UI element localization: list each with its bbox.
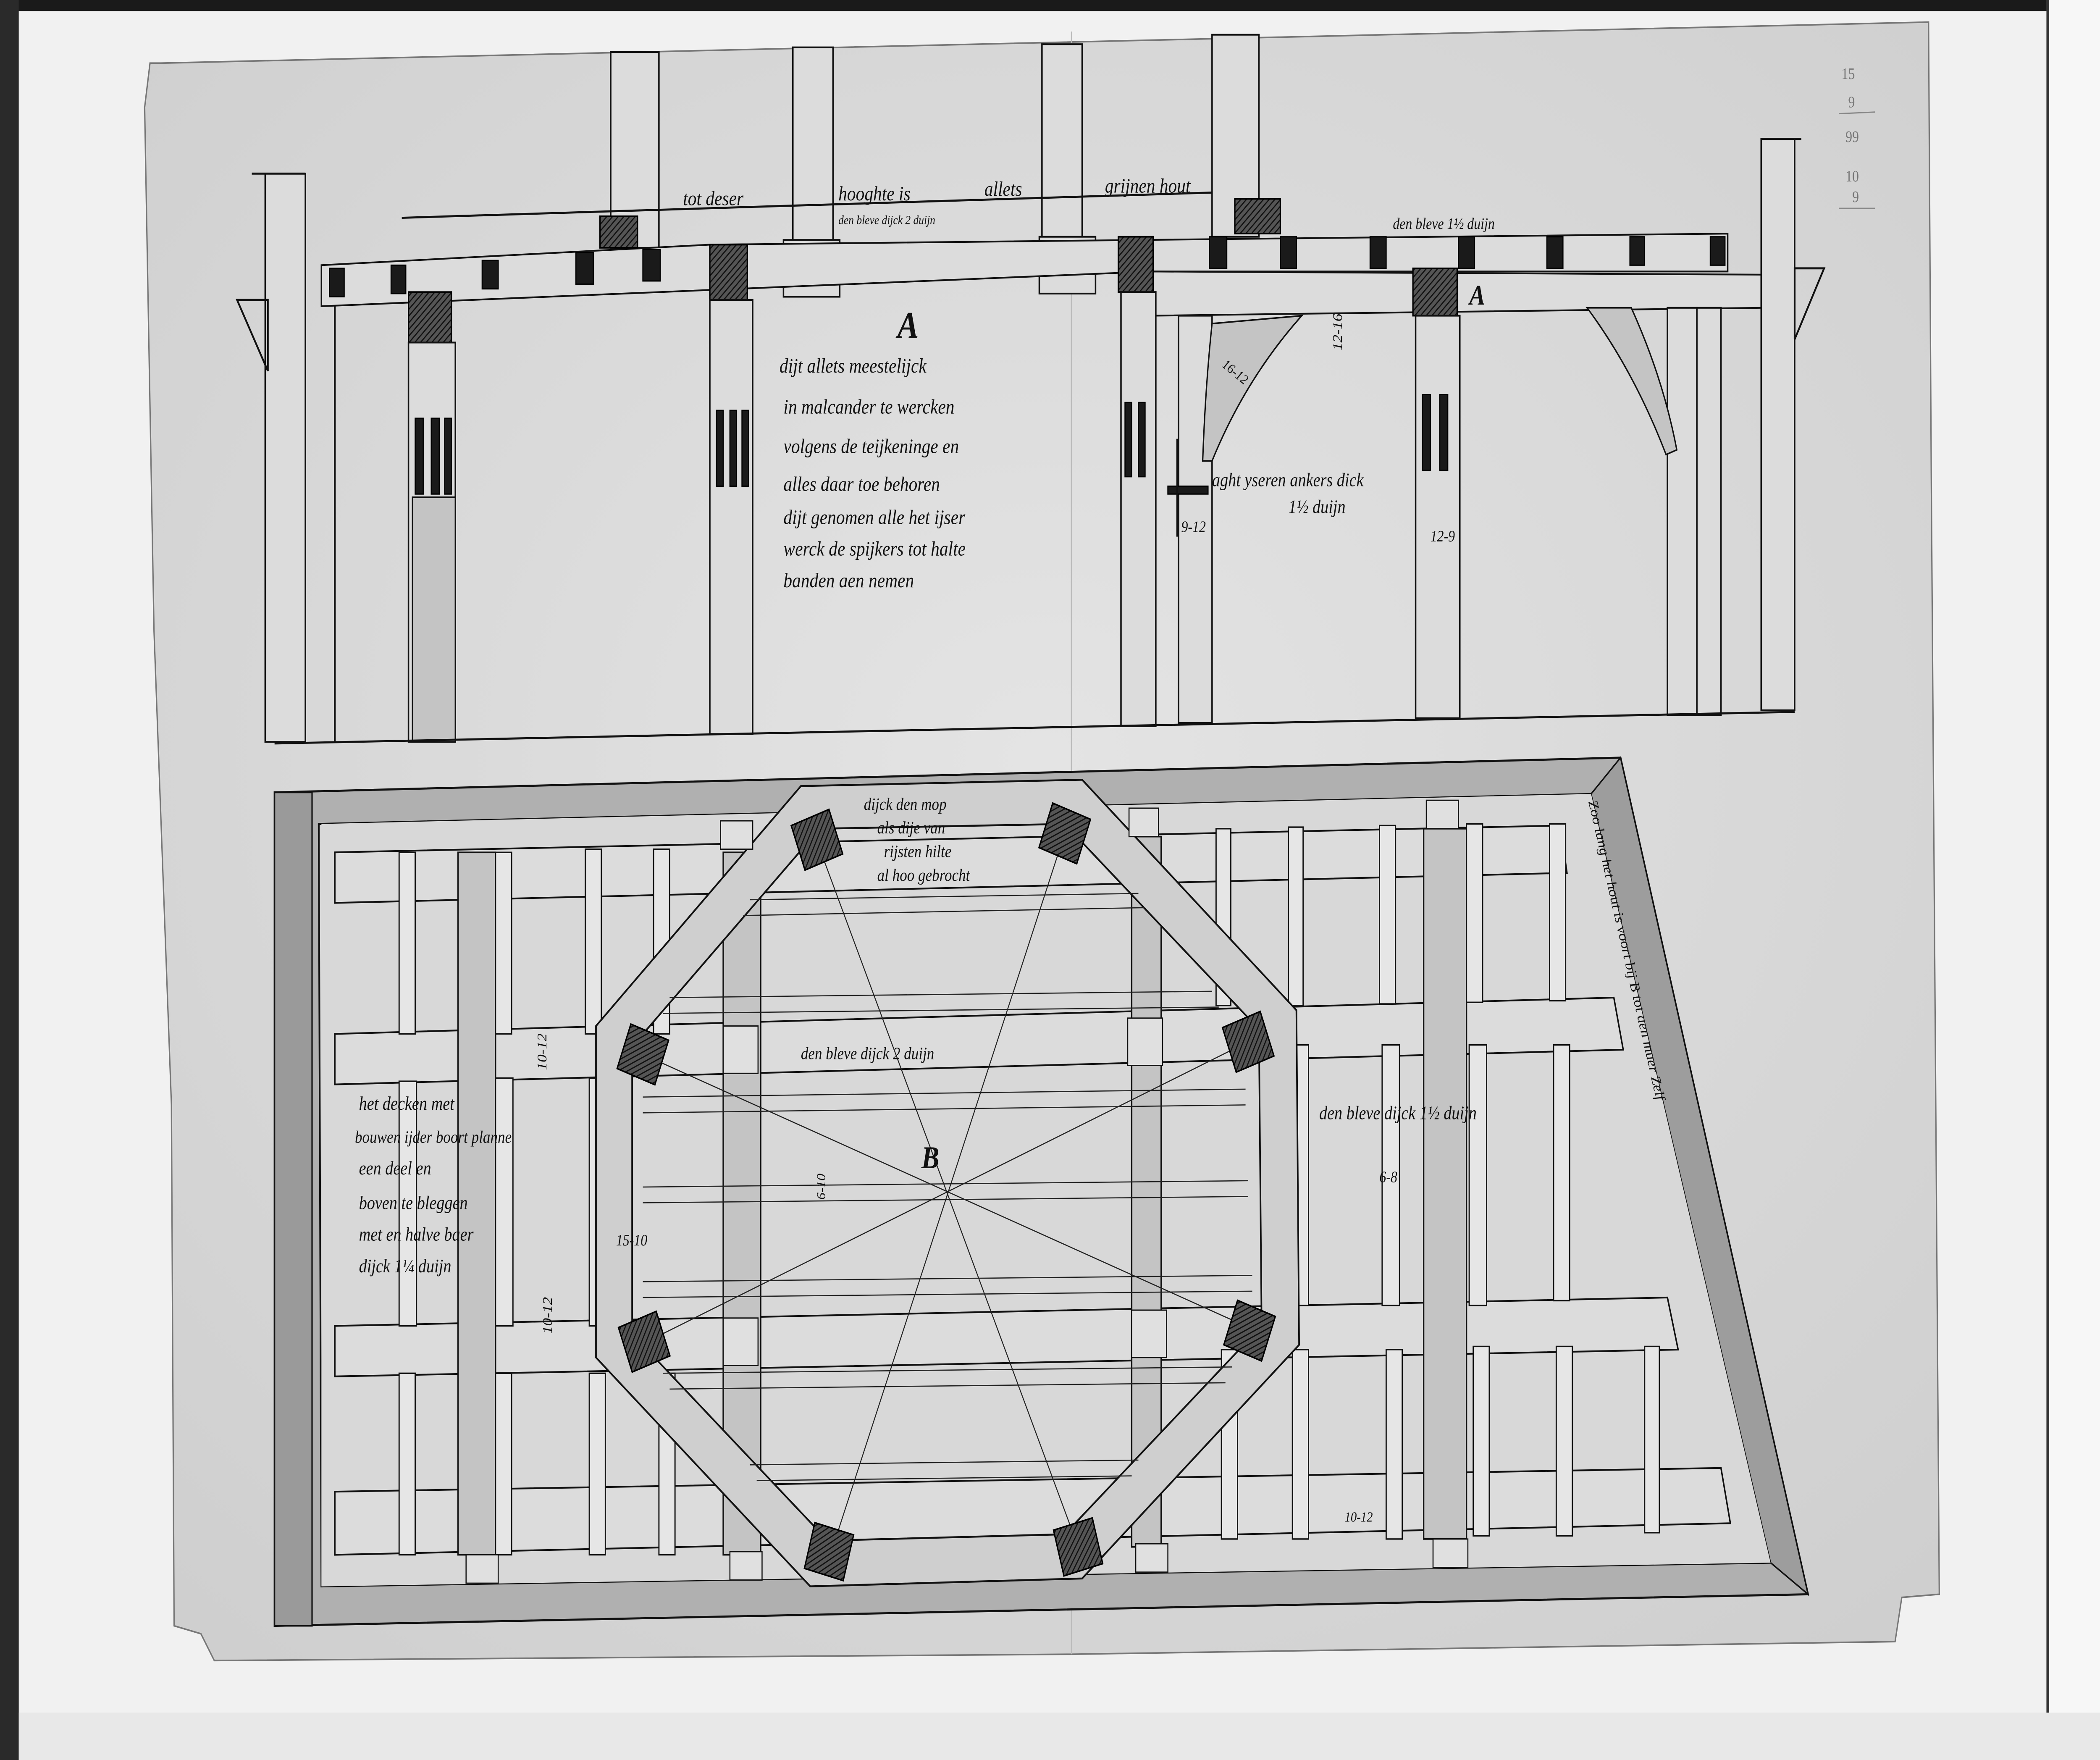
joists — [398, 823, 1660, 1556]
beam-block — [599, 215, 638, 249]
upper-column — [1041, 43, 1083, 241]
paragraph-line: alles daar toe behoren — [783, 473, 940, 496]
dimension-label: 9-12 — [1181, 518, 1206, 536]
radial-lines — [643, 833, 1252, 1555]
post — [1696, 307, 1722, 716]
post — [1415, 315, 1461, 719]
height-line — [402, 192, 1212, 219]
note-line: al hoo gebrocht — [877, 866, 971, 885]
pencil-mark: 9 — [1852, 188, 1859, 206]
octagon-note: dijck den mop als dije van rijsten hilte… — [864, 795, 971, 885]
dimension-label: 10-12 — [540, 1297, 555, 1334]
dimension-label: 12-9 — [1431, 528, 1455, 545]
end-post-right — [1760, 138, 1796, 712]
thickness-note-right: den bleve dijck 1½ duijn — [1319, 1103, 1477, 1124]
elevation-section-a — [236, 34, 1826, 745]
post-head — [407, 291, 452, 344]
ground-line — [274, 711, 1795, 745]
film-edge-right — [2046, 0, 2100, 1760]
note-line: bouwen ijder boort planne — [355, 1128, 512, 1147]
beam-thickness-note-right: den bleve 1½ duijn — [1393, 215, 1494, 232]
upper-column — [610, 51, 660, 249]
beam-block — [1234, 198, 1281, 235]
dimension-label: 6-10 — [814, 1174, 828, 1200]
bracket-left — [236, 299, 269, 372]
wall-plate-diagonal — [1590, 756, 1809, 1596]
post-head — [709, 244, 748, 301]
note-line: met en halve baer — [359, 1224, 474, 1245]
post — [1667, 307, 1698, 716]
film-edge-left — [0, 0, 19, 1760]
dimension-label: 10-12 — [1345, 1509, 1373, 1525]
floor-plan-b — [273, 756, 1809, 1627]
floor-strip — [1423, 827, 1467, 1540]
bracket-right — [1793, 267, 1826, 340]
octagon-corner-posts — [616, 802, 1276, 1582]
note-word: hooghte is — [838, 182, 911, 205]
joist-ends — [329, 236, 1726, 297]
anchor-note-size: 1½ duijn — [1289, 496, 1346, 517]
film-edge-line — [2046, 0, 2049, 1721]
pencil-mark: 15 — [1842, 65, 1855, 82]
thickness-note: den bleve dijck 2 duijn — [801, 1044, 934, 1063]
film-edge-bottom — [18, 1713, 2100, 1760]
dimension-label: 10-12 — [535, 1033, 550, 1070]
top-note: tot deser hooghte is allets grijnen hout — [683, 174, 1191, 210]
note-word: tot deser — [683, 187, 743, 210]
anchor-note: aght yseren ankers dick — [1212, 470, 1364, 491]
note-line: dijck 1¼ duijn — [359, 1256, 452, 1277]
label-b: B — [921, 1140, 939, 1175]
paragraph-line: in malcander te wercken — [783, 395, 954, 418]
pencil-mark: 99 — [1845, 128, 1859, 146]
iron-anchor — [1167, 485, 1209, 495]
post — [709, 299, 753, 735]
paragraph-line: volgens de teijkeninge en — [783, 435, 959, 457]
pencil-mark: 9 — [1848, 93, 1855, 111]
dimension-label: 15-10 — [616, 1232, 647, 1249]
note-line: het decken met — [359, 1093, 455, 1114]
label-a: A — [895, 304, 919, 346]
curved-brace — [1202, 315, 1304, 462]
floor-strip — [457, 851, 496, 1556]
pencil-mark: 10 — [1845, 168, 1859, 185]
post-head — [1412, 267, 1458, 317]
octagon-planks — [643, 893, 1252, 1482]
post — [407, 341, 456, 743]
label-a-right: A — [1467, 279, 1485, 311]
paragraph-line: dijt allets meestelijck — [780, 355, 927, 377]
paragraph-line: banden aen nemen — [783, 569, 914, 592]
bolt-plates — [465, 799, 1469, 1584]
note-line: boven te bleggen — [359, 1193, 468, 1214]
left-specification-note: het decken met bouwen ijder boort planne… — [355, 1093, 512, 1277]
paragraph-line: dijt genomen alle het ijser — [783, 506, 965, 528]
post — [1120, 291, 1213, 727]
curved-brace — [1586, 307, 1678, 456]
note-word: allets — [984, 178, 1022, 200]
upper-column — [792, 46, 834, 246]
note-line: een deel en — [359, 1158, 431, 1179]
dimension-label: 6-8 — [1379, 1168, 1397, 1186]
paragraph-line: werck de spijkers tot halte — [783, 538, 966, 560]
film-edge-top — [0, 0, 2100, 11]
pencil-archive-marks: 15 9 99 10 9 — [1839, 65, 1875, 209]
wall-plate-left — [274, 791, 313, 1627]
note-line: dijck den mop — [864, 795, 947, 814]
post-head — [1118, 236, 1154, 293]
end-post-left — [264, 173, 306, 743]
beam-thickness-note: den bleve dijck 2 duijn — [838, 213, 935, 227]
dimension-label: 12-16 — [1330, 313, 1345, 350]
note-line: rijsten hilte — [884, 842, 952, 861]
specification-paragraph: dijt allets meestelijck in malcander te … — [780, 355, 966, 592]
note-word: grijnen hout — [1105, 174, 1191, 197]
note-line: als dije van — [877, 819, 945, 838]
